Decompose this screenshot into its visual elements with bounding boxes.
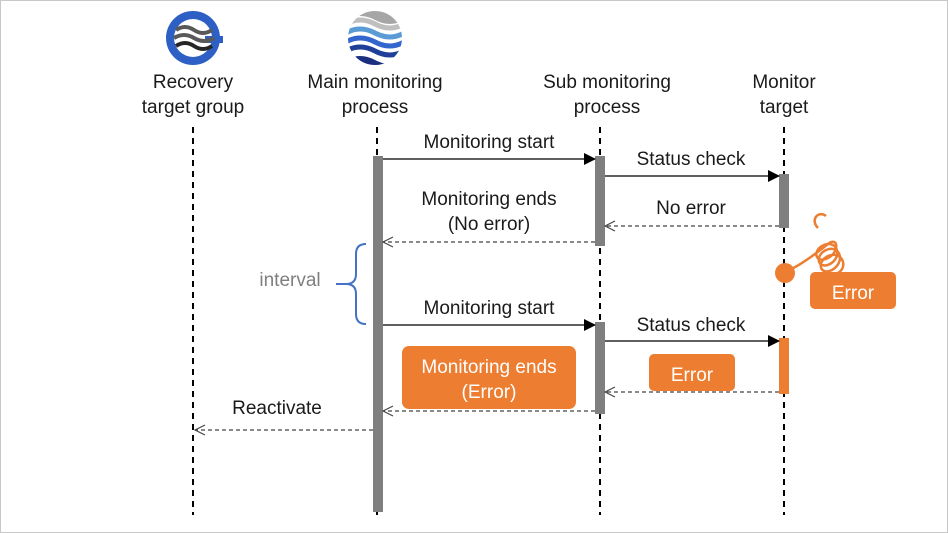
participant-main-line2: process [342,97,409,118]
msg-monitoring-ends-noerror-line2: (No error) [448,214,530,235]
msg-monitoring-ends-error-line1: Monitoring ends [421,357,556,378]
activation-target-2-error [779,338,789,394]
activation-sub-1 [595,156,605,246]
msg-monitoring-start-1: Monitoring start [424,132,556,153]
participant-recovery-line2: target group [142,97,244,118]
monitoring-ends-error-badge [402,346,576,409]
error-point-icon [775,263,795,283]
participant-target-line2: target [760,97,809,118]
participant-recovery-line1: Recovery [153,72,234,93]
target-error-label: Error [832,283,875,304]
participant-sub-line1: Sub monitoring [543,72,671,93]
target-error-badge [810,272,896,309]
activation-main [373,156,383,512]
activation-sub-2 [595,322,605,414]
msg-reactivate: Reactivate [232,398,322,419]
error-spring-icon [784,240,845,276]
error-reply-badge [649,354,735,391]
msg-monitoring-ends-error-line2: (Error) [462,382,517,403]
participant-sub-line2: process [574,97,641,118]
msg-monitoring-ends-noerror-line1: Monitoring ends [421,189,556,210]
msg-no-error-reply: No error [656,198,726,219]
participant-main-line1: Main monitoring [307,72,442,93]
monitor-process-logo-icon [348,11,402,65]
activation-target-1 [779,174,789,228]
participant-target-line1: Monitor [752,72,816,93]
interval-brace [345,243,367,325]
msg-status-check-1: Status check [637,149,746,170]
interval-label: interval [259,270,320,291]
error-spring-top-icon [813,212,827,229]
msg-monitoring-start-2: Monitoring start [424,298,556,319]
msg-error-reply: Error [671,365,714,386]
recovery-group-logo-icon [166,11,223,65]
msg-status-check-2: Status check [637,315,746,336]
